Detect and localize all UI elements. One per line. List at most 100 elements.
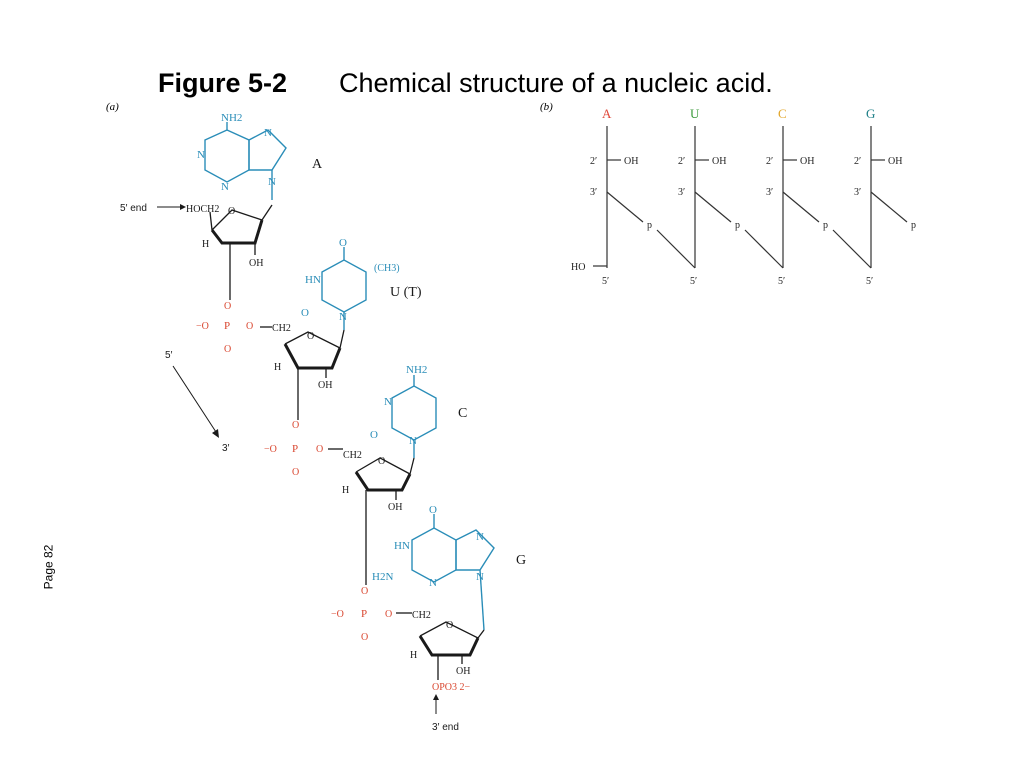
phosphate-1: O P −O O O [196,301,253,355]
panel-b-oh-3: OH [800,156,814,167]
panel-b-diag-upper-2 [694,191,732,223]
panel-b-p-1: p [647,220,652,231]
guanine-n3: N [429,577,437,589]
panel-b-pos3-1: 3′ [590,187,597,198]
guanine-o6: O [429,504,437,516]
sugar-1-h: H [202,239,209,250]
sugar-2 [260,326,345,420]
adenine-nh2: NH2 [221,112,242,124]
sugar-1-hoch2: HOCH2 [186,204,219,215]
sugar-1 [209,204,273,300]
base-label-a: A [312,157,323,172]
sugar-3 [328,448,415,585]
phosphate-3: O P −O O O [331,586,392,643]
adenine-n7: N [264,127,272,139]
cytosine-o2: O [370,429,378,441]
svg-text:P: P [292,443,298,455]
panel-b-pos2-2: 2′ [678,156,685,167]
sugar-4-ch2: CH2 [412,610,431,621]
panel-a-label: (a) [106,101,119,113]
panel-b-diag-lower-2 [744,229,784,269]
cytosine-n1: N [409,435,417,447]
sugar-3-h: H [342,485,349,496]
panel-b-diag-lower-3 [832,229,872,269]
adenine-base [204,122,287,200]
sugar-4-h: H [410,650,417,661]
sugar-2-oh: OH [318,380,332,391]
sugar-2-h: H [274,362,281,373]
direction-3-label: 3′ [222,443,230,454]
panel-b-pos5-4: 5′ [866,276,873,287]
direction-5-label: 5′ [165,350,173,361]
panel-b-diag-lower-1 [656,229,696,269]
panel-b-p-3: p [823,220,828,231]
guanine-n7: N [476,531,484,543]
panel-b-pos2-4: 2′ [854,156,861,167]
cytosine-n3: N [384,396,392,408]
panel-b-label: (b) [540,101,553,113]
panel-b-pos5-1: 5′ [602,276,609,287]
five-prime-end-label: 5′ end [120,203,147,214]
base-label-g: G [516,553,526,568]
panel-b-diag-upper-1 [606,191,644,223]
panel-b-base-c: C [778,106,787,121]
uracil-base [321,247,367,330]
panel-b-base-u: U [690,106,700,121]
panel-b-pos5-3: 5′ [778,276,785,287]
cytosine-base [391,375,437,458]
guanine-n9: N [476,571,484,583]
direction-arrowhead [212,429,219,438]
svg-text:−O: −O [196,321,209,332]
panel-b-base-g: G [866,106,875,121]
panel-b-pos2-1: 2′ [590,156,597,167]
panel-b-backbone: A2′OH3′5′pU2′OH3′5′pC2′OH3′5′pG2′OH3′5′p… [571,106,916,287]
base-label-u: U (T) [390,285,422,300]
base-label-c: C [458,406,467,421]
panel-b-p-2: p [735,220,740,231]
panel-b-pos2-3: 2′ [766,156,773,167]
sugar-4 [396,612,485,680]
svg-text:O: O [292,467,299,478]
panel-b-diag-upper-3 [782,191,820,223]
panel-b-pos3-4: 3′ [854,187,861,198]
panel-b-diag-upper-4 [870,191,908,223]
panel-b-p-4: p [911,220,916,231]
terminal-phosphate: OPO3 2− [432,682,471,693]
direction-arrow [172,365,217,433]
panel-b-pos3-3: 3′ [766,187,773,198]
svg-text:O: O [224,344,231,355]
svg-text:O: O [292,420,299,431]
adenine-n3: N [221,181,229,193]
cytosine-nh2: NH2 [406,364,427,376]
uracil-hn3: HN [305,274,321,286]
panel-b-pos5-2: 5′ [690,276,697,287]
uracil-o4: O [339,237,347,249]
panel-b-base-a: A [602,106,612,121]
three-prime-arrowhead [433,694,439,700]
sugar-3-ch2: CH2 [343,450,362,461]
svg-text:O: O [246,321,253,332]
svg-text:O: O [361,632,368,643]
svg-text:P: P [224,320,230,332]
svg-text:O: O [361,586,368,597]
sugar-1-ring-o: O [228,206,235,217]
sugar-3-oh: OH [388,502,402,513]
sugar-3-ring-o: O [378,456,385,467]
thymine-methyl: (CH3) [374,263,400,274]
svg-text:P: P [361,608,367,620]
sugar-2-ring-o: O [307,331,314,342]
sugar-4-ring-o: O [446,620,453,631]
guanine-hn1: HN [394,540,410,552]
svg-text:O: O [385,609,392,620]
figure-caption: Chemical structure of a nucleic acid. [339,68,773,98]
panel-b-oh-2: OH [712,156,726,167]
panel-b-oh-1: OH [624,156,638,167]
uracil-n1: N [339,311,347,323]
sugar-4-oh: OH [456,666,470,677]
phosphate-2: O P −O O O [264,420,323,478]
uracil-o2: O [301,307,309,319]
guanine-base [411,514,495,631]
sugar-1-oh: OH [249,258,263,269]
